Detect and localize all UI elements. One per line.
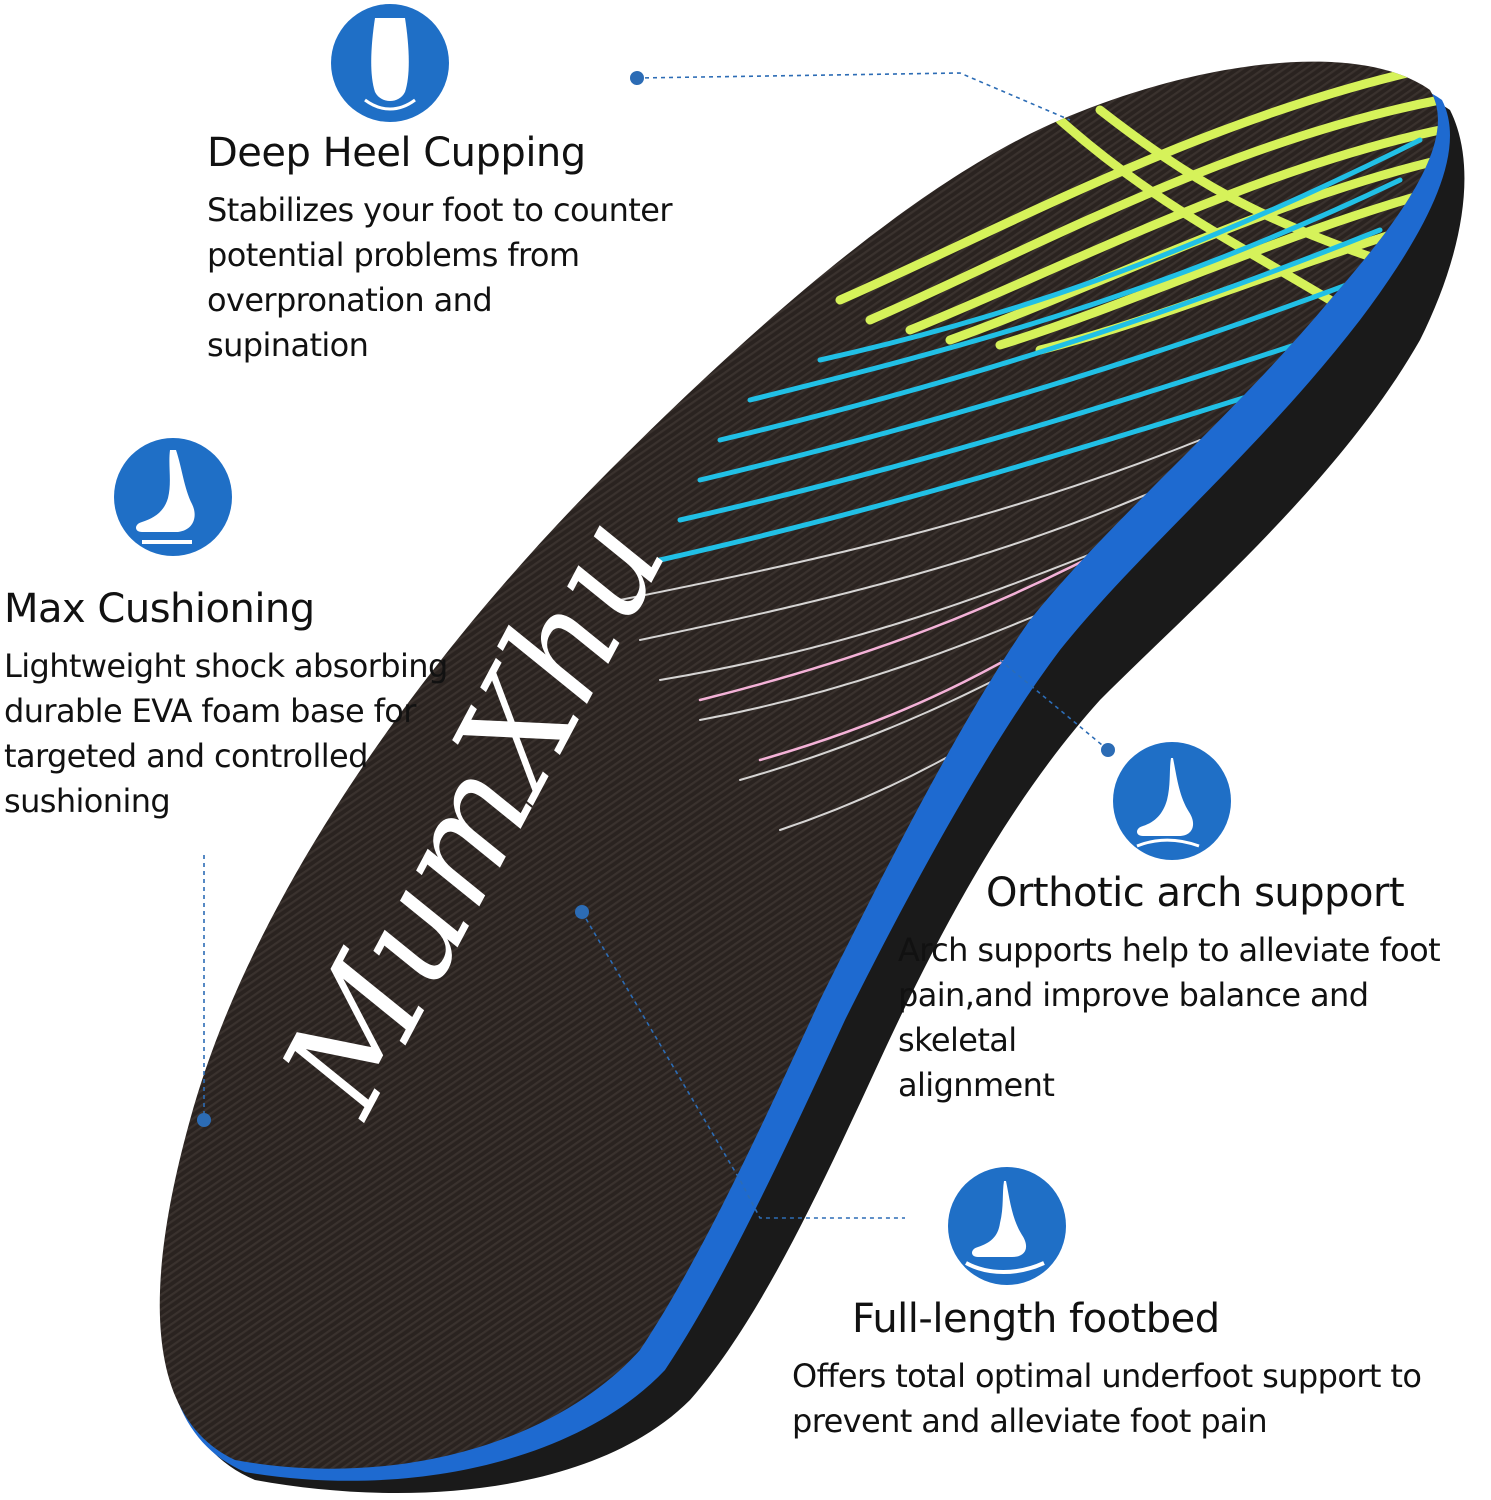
feature-title: Full-length footbed [852,1296,1220,1342]
feature-description: Arch supports help to alleviate foot pai… [898,931,1441,1104]
insole-top-cover [159,61,1438,1469]
feature-full-length: Full-length footbed Offers total optimal… [792,1296,1452,1444]
foot-side-icon [114,438,232,556]
heel-cup-icon [331,4,449,122]
footbed-icon [948,1167,1066,1285]
feature-deep-heel: Deep Heel Cupping Stabilizes your foot t… [207,130,707,368]
feature-title: Max Cushioning [4,586,315,632]
feature-description: Stabilizes your foot to counter potentia… [207,191,672,364]
feature-description: Lightweight shock absorbing durable EVA … [4,647,448,820]
feature-description: Offers total optimal underfoot support t… [792,1357,1422,1440]
feature-max-cushioning: Max Cushioning Lightweight shock absorbi… [4,586,484,824]
arch-foot-icon [1113,742,1231,860]
feature-arch-support: Orthotic arch support Arch supports help… [898,870,1488,1108]
feature-title: Orthotic arch support [986,870,1405,916]
feature-title: Deep Heel Cupping [207,130,586,176]
